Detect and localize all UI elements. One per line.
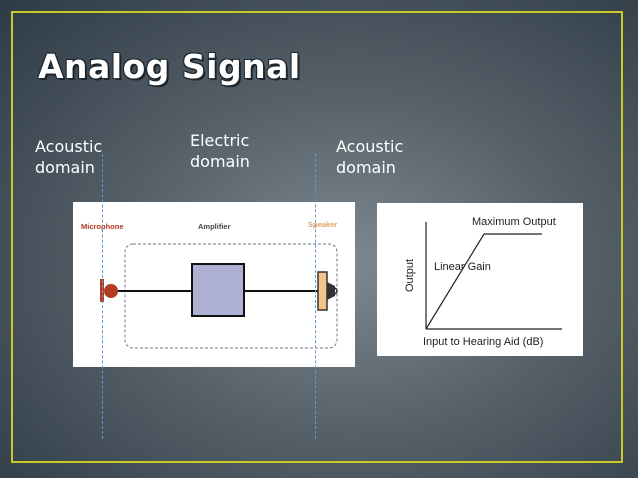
domain-divider-left (102, 154, 103, 439)
domain-label-line1: Acoustic (336, 137, 404, 156)
domain-label-line2: domain (35, 158, 95, 177)
y-axis-label: Output (404, 259, 416, 292)
amplifier-enclosure (124, 243, 338, 349)
domain-label-line1: Electric (190, 131, 250, 150)
speaker-sound (334, 287, 338, 295)
max-output-label: Maximum Output (472, 216, 556, 228)
amplifier-block (191, 263, 245, 317)
domain-label-line2: domain (190, 152, 250, 171)
gain-graph-panel: Maximum Output Linear Gain Output Input … (377, 203, 583, 356)
domain-divider-right (315, 154, 316, 439)
block-diagram-panel: Microphone Amplifier Speaker (73, 202, 355, 367)
slide-frame (11, 11, 623, 463)
gain-graph: Maximum Output Linear Gain Output Input … (404, 216, 562, 348)
block-diagram: Microphone Amplifier Speaker (81, 220, 338, 349)
x-axis-label: Input to Hearing Aid (dB) (423, 336, 543, 348)
amplifier-label: Amplifier (198, 222, 231, 231)
domain-label-acoustic-right: Acoustic domain (336, 136, 403, 178)
domain-label-line2: domain (336, 158, 396, 177)
domain-label-acoustic-left: Acoustic domain (35, 136, 102, 178)
speaker-label: Speaker (308, 220, 337, 229)
speaker-cone (327, 282, 335, 300)
linear-gain-label: Linear Gain (434, 261, 491, 273)
speaker-icon (317, 271, 328, 311)
microphone-icon (104, 284, 118, 298)
gain-curve (425, 233, 542, 330)
slide-title: Analog Signal (38, 47, 301, 86)
domain-label-electric: Electric domain (190, 130, 250, 172)
domain-label-line1: Acoustic (35, 137, 103, 156)
